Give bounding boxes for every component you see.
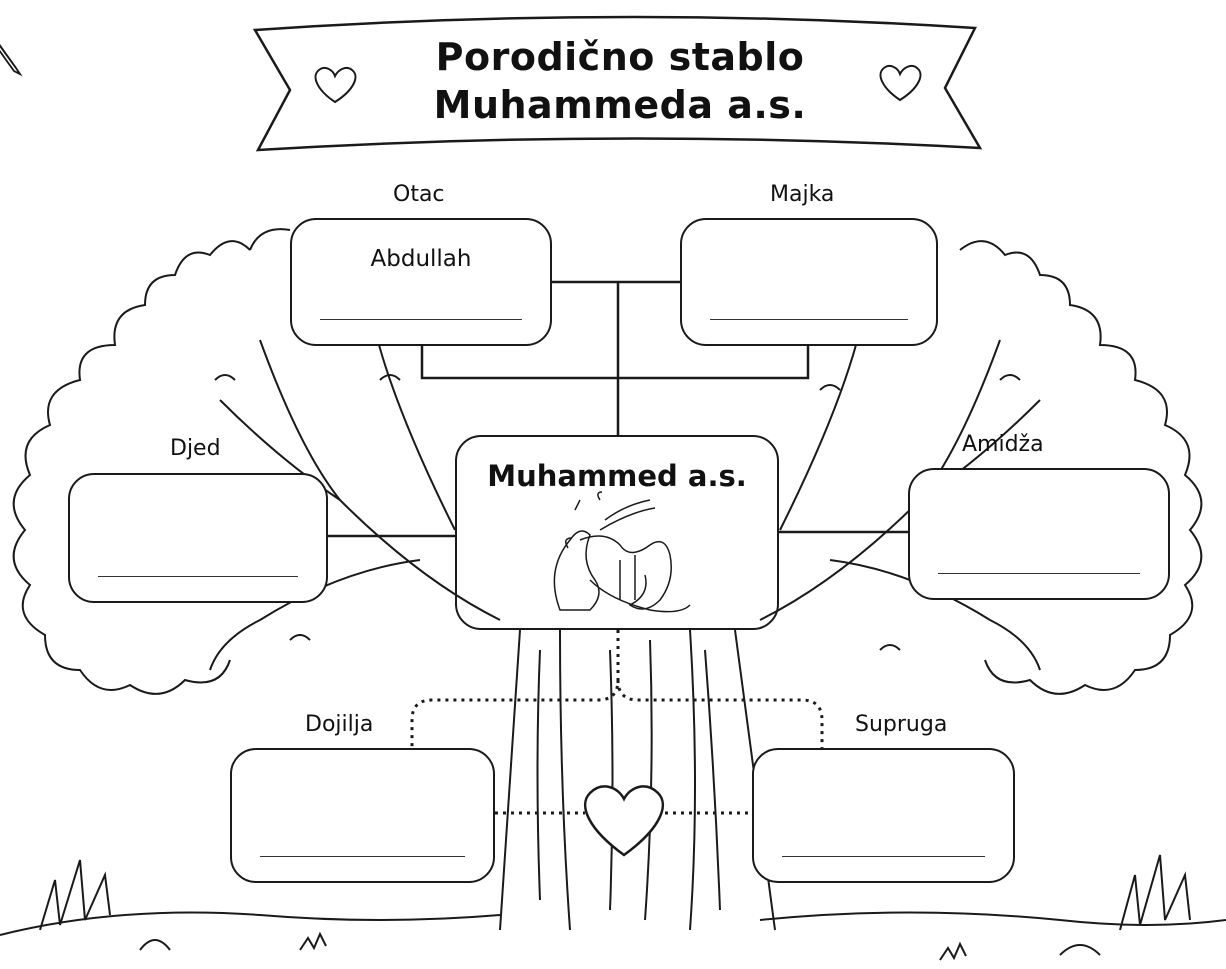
label-grandfather: Djed [170,436,221,461]
father-name-value: Abdullah [370,246,472,272]
box-nurse[interactable] [230,748,495,883]
title-line-2: Muhammeda a.s. [433,83,807,127]
heart-icon [583,785,665,857]
page-title: Porodično stablo Muhammeda a.s. [300,33,940,129]
label-nurse: Dojilja [305,712,374,737]
write-line [260,856,465,857]
label-father: Otac [393,182,445,207]
pencil-icon [0,44,23,77]
ground-grass [0,854,1226,961]
heart-icon [314,64,922,104]
box-father[interactable]: Abdullah [290,218,552,346]
connector-lines [328,280,908,538]
box-grandfather[interactable] [68,473,328,603]
write-line [320,319,522,320]
box-center-muhammed: Muhammed a.s. [455,435,779,630]
write-line [98,576,298,577]
write-line [938,573,1140,574]
box-uncle[interactable] [908,468,1170,600]
calligraphy-emblem [553,491,691,613]
title-banner [252,15,983,152]
box-mother[interactable] [680,218,938,346]
write-line [710,319,908,320]
box-wife[interactable] [752,748,1015,883]
tree-foliage [12,228,1203,695]
center-name: Muhammed a.s. [487,459,747,493]
write-line [782,856,985,857]
label-uncle: Amidža [962,432,1044,457]
dotted-connectors [410,630,824,815]
label-wife: Supruga [855,712,948,737]
title-line-1: Porodično stablo [435,35,805,79]
label-mother: Majka [770,182,835,207]
